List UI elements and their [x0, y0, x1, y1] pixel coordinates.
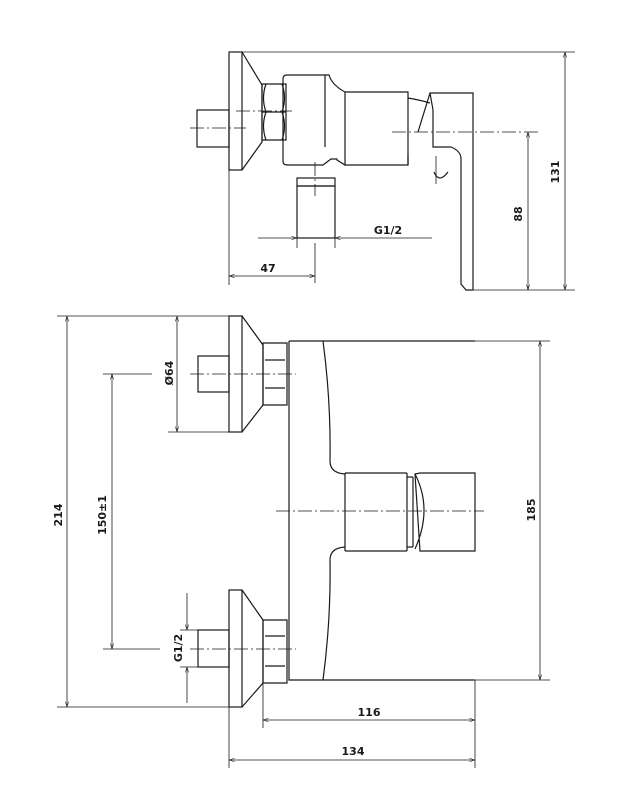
dim-label-body-height: 185: [525, 499, 538, 522]
body: [282, 74, 346, 167]
front-view: 214 185 150±1 Ø64 G1/2 116: [52, 315, 550, 768]
outlet: [296, 185, 336, 239]
handle: [344, 472, 476, 552]
hex-nut-upper: [262, 342, 288, 406]
dim-label-inlet-spacing: 150±1: [96, 495, 109, 535]
hex-nut: [261, 83, 287, 141]
handle-pivot: [433, 171, 449, 179]
dim-label-inlet-thread: G1/2: [172, 634, 185, 662]
dim-label-wall-to-outlet: 47: [260, 262, 275, 275]
dim-label-rosette-diameter: Ø64: [163, 360, 176, 385]
dim-label-total-height-side: 131: [549, 161, 562, 184]
dim-label-axis-height: 88: [512, 206, 525, 221]
handle: [417, 92, 474, 291]
rosette-lower: [228, 589, 243, 708]
dim-label-body-depth: 116: [358, 706, 381, 719]
dim-label-total-depth: 134: [342, 745, 365, 758]
body: [288, 340, 475, 681]
dim-label-total-height: 214: [52, 503, 65, 526]
neck: [345, 91, 409, 166]
cone-lower: [241, 589, 264, 708]
hex-nut-lower: [262, 619, 288, 684]
dim-label-outlet-thread: G1/2: [374, 224, 402, 237]
inlet-pipe: [196, 109, 230, 148]
inlet-pipe-lower: [197, 629, 230, 668]
outlet-nut: [296, 177, 336, 187]
neck-joint: [407, 97, 431, 165]
side-view: G1/2 47 88 131: [190, 51, 575, 291]
